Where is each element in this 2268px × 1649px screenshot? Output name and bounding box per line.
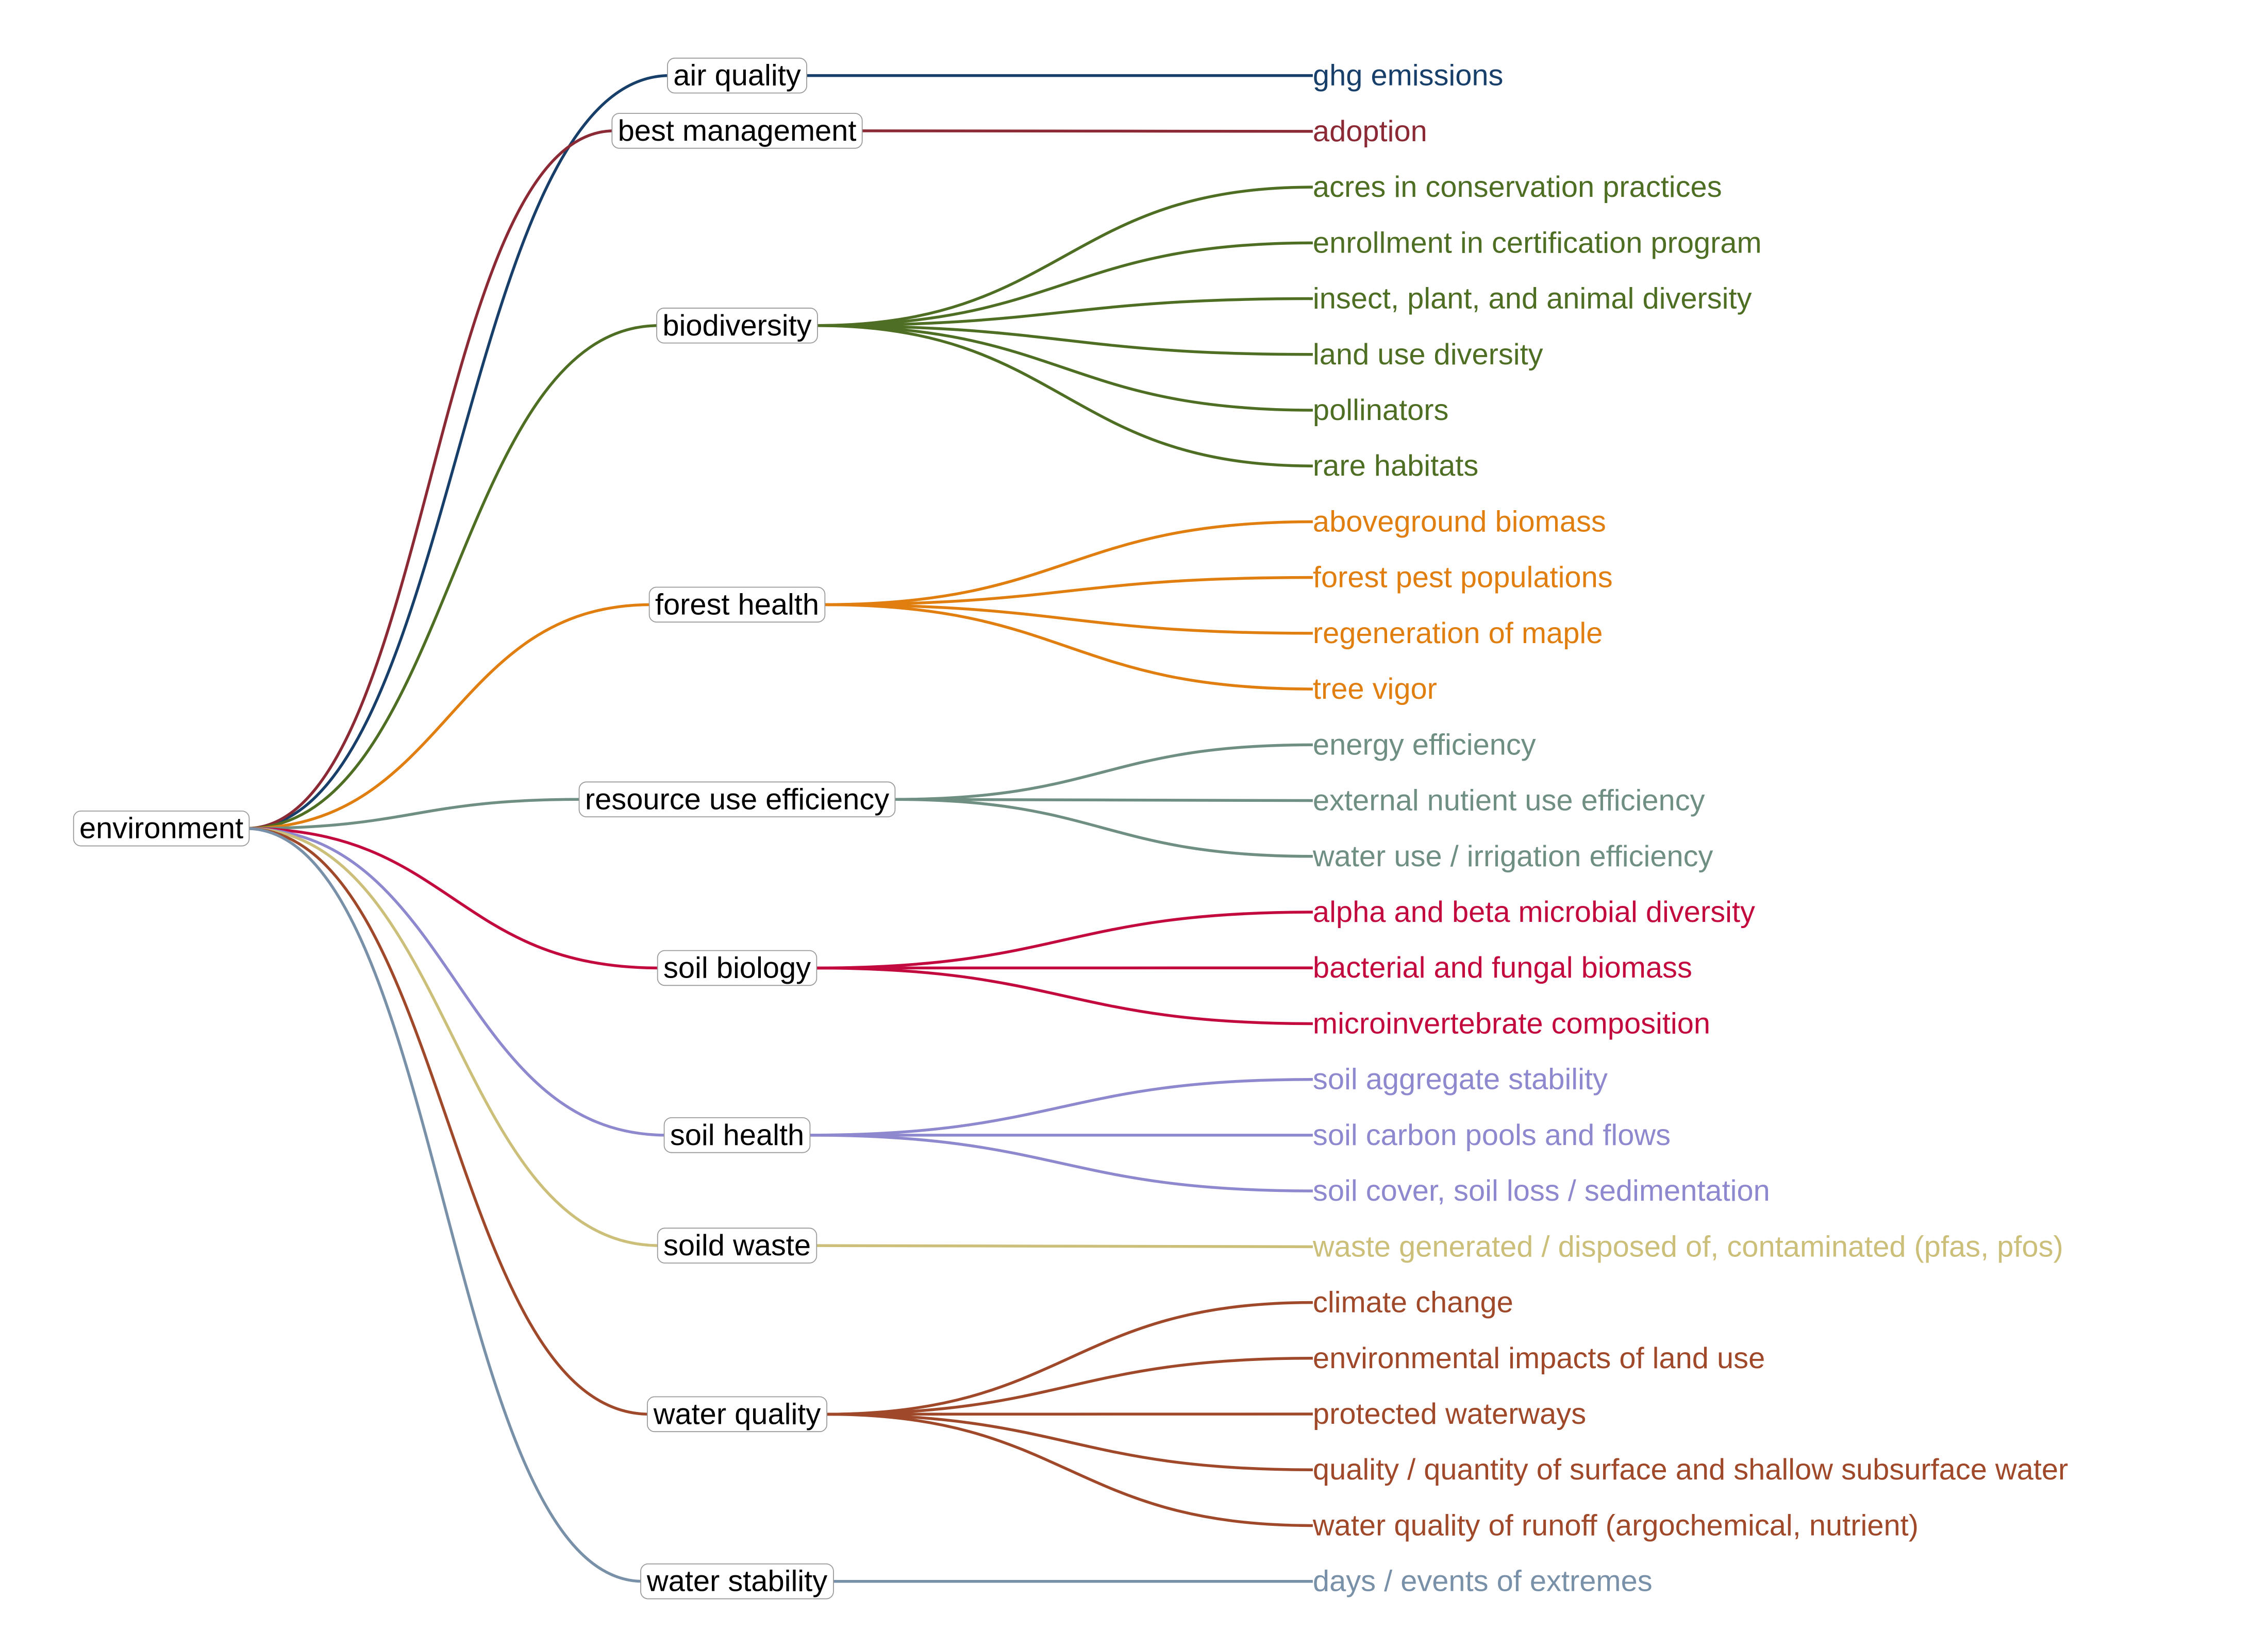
category-soil-biology: soil biology xyxy=(657,950,818,986)
link-resource-use-efficiency-to-leaf xyxy=(893,743,1313,801)
link-forest-health-to-leaf xyxy=(823,603,1313,635)
category-air-quality-label: air quality xyxy=(673,59,801,92)
leaf-labels: ghg emissions adoption acres in conservati… xyxy=(1312,59,2068,1598)
category-biodiversity-box xyxy=(656,308,818,344)
link-root-to-soil-health xyxy=(246,827,666,1137)
link-water-quality-to-leaf xyxy=(825,1301,1313,1416)
category-soil-biology-box xyxy=(657,950,818,986)
category-forest-health: forest health xyxy=(648,586,826,623)
leaf-adoption: adoption xyxy=(1313,115,1427,148)
tree-links xyxy=(246,74,1313,1583)
category-air-quality: air quality xyxy=(667,57,807,94)
leaf-soil-cover-soil-loss-sedimentation: soil cover, soil loss / sedimentation xyxy=(1313,1174,1770,1207)
link-water-quality-to-leaf xyxy=(825,1412,1313,1471)
link-forest-health-to-leaf xyxy=(823,576,1313,607)
leaf-soil-carbon-pools-and-flows: soil carbon pools and flows xyxy=(1313,1119,1671,1152)
link-soil-health-to-leaf xyxy=(808,1078,1313,1137)
leaf-regeneration-of-maple: regeneration of maple xyxy=(1313,617,1603,650)
root-node: environment xyxy=(73,810,250,847)
category-resource-use-efficiency-box xyxy=(578,781,896,818)
category-water-quality-box xyxy=(646,1396,828,1433)
link-biodiversity-to-leaf xyxy=(815,297,1313,327)
leaf-rare-habitats: rare habitats xyxy=(1313,449,1478,482)
category-best-management-box xyxy=(611,113,863,149)
root-node-environment-box xyxy=(73,810,250,847)
leaf-insect-plant-and-animal-diversity: insect, plant, and animal diversity xyxy=(1313,282,1752,315)
category-soil-health: soil health xyxy=(663,1117,811,1153)
link-root-to-resource-use-efficiency xyxy=(246,798,581,830)
link-root-to-forest-health xyxy=(246,603,652,830)
link-biodiversity-to-leaf xyxy=(815,186,1313,327)
category-water-quality-label: water quality xyxy=(653,1398,821,1431)
category-forest-health-box xyxy=(648,586,826,623)
leaf-tree-vigor: tree vigor xyxy=(1313,672,1437,705)
leaf-ghg-emissions: ghg emissions xyxy=(1313,59,1504,92)
link-water-quality-to-leaf xyxy=(825,1412,1313,1527)
leaf-water-use-irrigation-efficiency: water use / irrigation efficiency xyxy=(1312,840,1713,873)
link-biodiversity-to-leaf xyxy=(815,324,1313,412)
leaf-forest-pest-populations: forest pest populations xyxy=(1313,561,1613,594)
link-soil-health-to-leaf xyxy=(808,1134,1313,1192)
link-biodiversity-to-leaf xyxy=(815,324,1313,356)
category-soild-waste-label: soild waste xyxy=(663,1229,811,1262)
leaf-soil-aggregate-stability: soil aggregate stability xyxy=(1313,1063,1608,1096)
leaf-environmental-impacts-of-land-use: environmental impacts of land use xyxy=(1313,1342,1765,1375)
leaf-external-nutient-use-efficiency: external nutient use efficiency xyxy=(1313,784,1705,817)
category-water-quality: water quality xyxy=(646,1396,828,1433)
link-soil-biology-to-leaf xyxy=(814,966,1313,1025)
category-water-stability-label: water stability xyxy=(646,1565,827,1598)
leaf-waste-generated-disposed-of-contaminated-pfas-pfos: waste generated / disposed of, contamina… xyxy=(1312,1230,2063,1263)
leaf-enrollment-in-certification-program: enrollment in certification program xyxy=(1313,226,1762,259)
link-water-quality-to-leaf xyxy=(825,1357,1313,1416)
category-biodiversity-label: biodiversity xyxy=(662,309,811,342)
category-forest-health-label: forest health xyxy=(655,588,819,621)
leaf-acres-in-conservation-practices: acres in conservation practices xyxy=(1313,171,1722,204)
leaf-bacterial-and-fungal-biomass: bacterial and fungal biomass xyxy=(1313,951,1692,984)
link-resource-use-efficiency-to-leaf xyxy=(893,798,1313,858)
leaf-climate-change: climate change xyxy=(1313,1286,1513,1319)
category-soil-health-label: soil health xyxy=(670,1119,804,1152)
root-node-environment-label: environment xyxy=(79,812,243,845)
category-water-stability-box xyxy=(640,1563,834,1600)
leaf-days-events-of-extremes: days / events of extremes xyxy=(1313,1565,1653,1598)
link-biodiversity-to-leaf xyxy=(815,324,1313,467)
category-soil-health-box xyxy=(663,1117,811,1153)
root-node-environment: environment xyxy=(73,810,250,847)
category-best-management: best management xyxy=(611,113,863,149)
leaf-microinvertebrate-composition: microinvertebrate composition xyxy=(1313,1007,1710,1040)
leaf-land-use-diversity: land use diversity xyxy=(1313,338,1543,371)
category-water-stability: water stability xyxy=(640,1563,834,1600)
leaf-energy-efficiency: energy efficiency xyxy=(1313,728,1536,761)
category-soild-waste: soild waste xyxy=(657,1227,818,1264)
link-soil-biology-to-leaf xyxy=(814,911,1313,970)
link-root-to-biodiversity xyxy=(246,324,659,830)
category-soild-waste-box xyxy=(657,1227,818,1264)
category-resource-use-efficiency: resource use efficiency xyxy=(578,781,896,818)
link-root-to-best-management xyxy=(246,129,614,830)
link-soild-waste-to-leaf xyxy=(814,1244,1313,1249)
leaf-pollinators: pollinators xyxy=(1313,394,1449,427)
leaf-water-quality-of-runoff-argochemical-nutrient: water quality of runoff (argochemical, n… xyxy=(1312,1509,1919,1542)
category-biodiversity: biodiversity xyxy=(656,308,818,344)
category-best-management-label: best management xyxy=(618,114,857,147)
leaf-alpha-and-beta-microbial-diversity: alpha and beta microbial diversity xyxy=(1313,896,1755,929)
link-resource-use-efficiency-to-leaf xyxy=(893,798,1313,802)
link-root-to-soil-biology xyxy=(246,827,660,970)
link-forest-health-to-leaf xyxy=(823,520,1313,607)
link-root-to-water-stability xyxy=(246,827,643,1583)
leaf-protected-waterways: protected waterways xyxy=(1313,1398,1586,1431)
leaf-aboveground-biomass: aboveground biomass xyxy=(1313,505,1606,538)
category-nodes: air quality best management biodiversity fo… xyxy=(578,57,896,1600)
link-biodiversity-to-leaf xyxy=(815,241,1313,327)
link-root-to-air-quality xyxy=(246,74,670,830)
leaf-quality-quantity-of-surface-and-shallow-subsurface-water: quality / quantity of surface and shallo… xyxy=(1313,1453,2068,1486)
link-root-to-soild-waste xyxy=(246,827,660,1247)
category-air-quality-box xyxy=(667,57,807,94)
category-soil-biology-label: soil biology xyxy=(663,951,811,984)
link-forest-health-to-leaf xyxy=(823,603,1313,691)
category-resource-use-efficiency-label: resource use efficiency xyxy=(585,783,889,816)
link-root-to-water-quality xyxy=(246,827,649,1416)
